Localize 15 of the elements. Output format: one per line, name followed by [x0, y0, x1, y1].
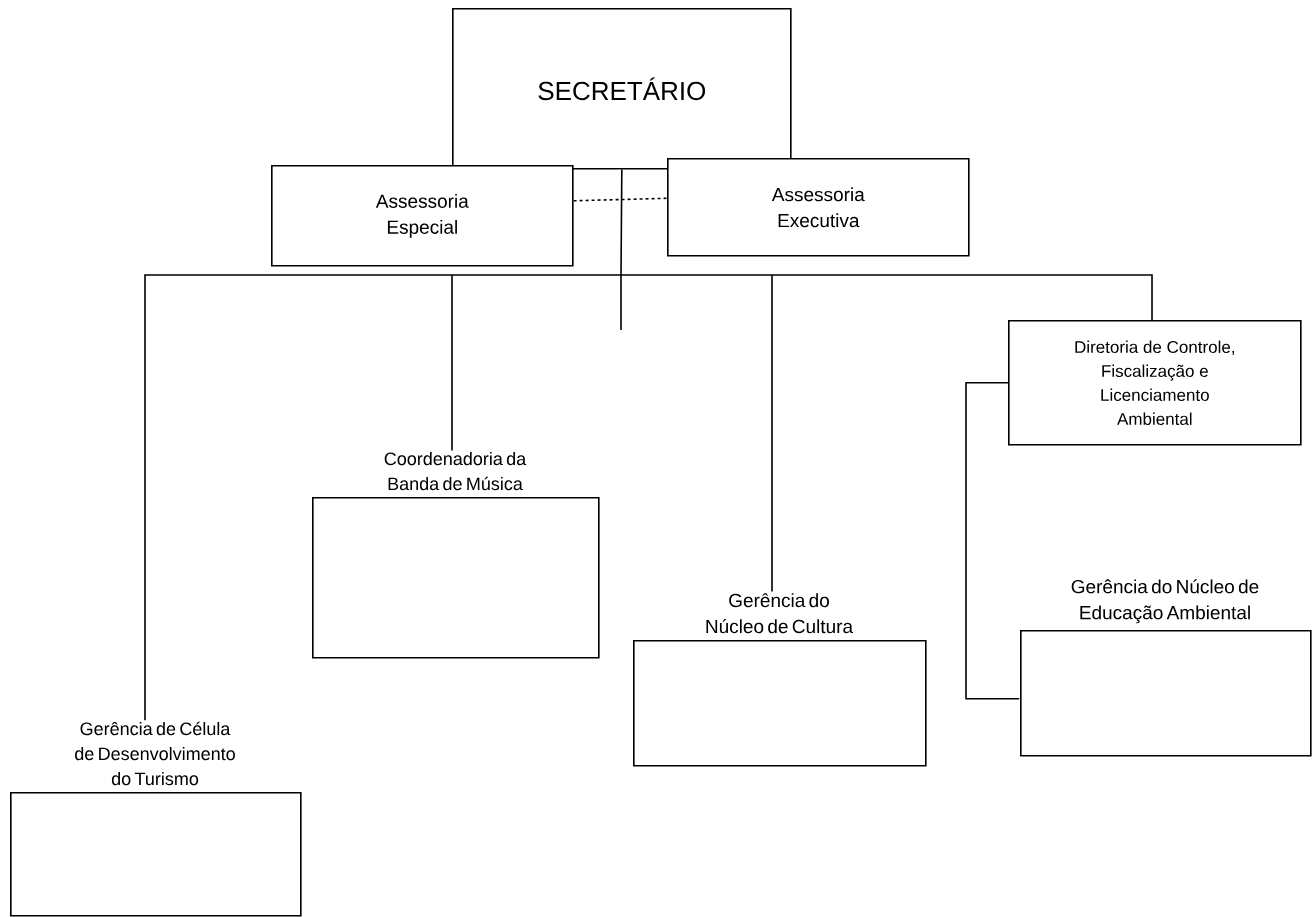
org-box: Gerência do Núcleo de Cultura	[633, 593, 927, 767]
org-box: SECRETÁRIO	[452, 8, 792, 170]
org-box: Gerência de Célula de Desenvolvimento do Turismo	[10, 721, 302, 917]
connector-line	[572, 197, 668, 202]
org-box: Assessoria Executiva	[667, 158, 970, 257]
node-label: Coordenadoria da Banda de Música	[384, 451, 527, 491]
org-box: Gerência do Núcleo de Educação Ambiental	[1020, 579, 1312, 757]
connector-line	[144, 168, 1153, 721]
org-box: Assessoria Especial	[271, 165, 574, 267]
connector-line	[965, 382, 1020, 700]
node-label: Gerência do Núcleo de Cultura	[706, 593, 854, 634]
org-box: Coordenadoria da Banda de Música	[312, 451, 600, 659]
node-label: Gerência do Núcleo de Educação Ambiental	[1071, 579, 1259, 624]
node-label: Gerência de Célula de Desenvolvimento do Turismo	[75, 721, 235, 786]
org-box: Diretoria de Controle, Fiscalização e Licenciamento Ambiental	[1008, 320, 1302, 446]
